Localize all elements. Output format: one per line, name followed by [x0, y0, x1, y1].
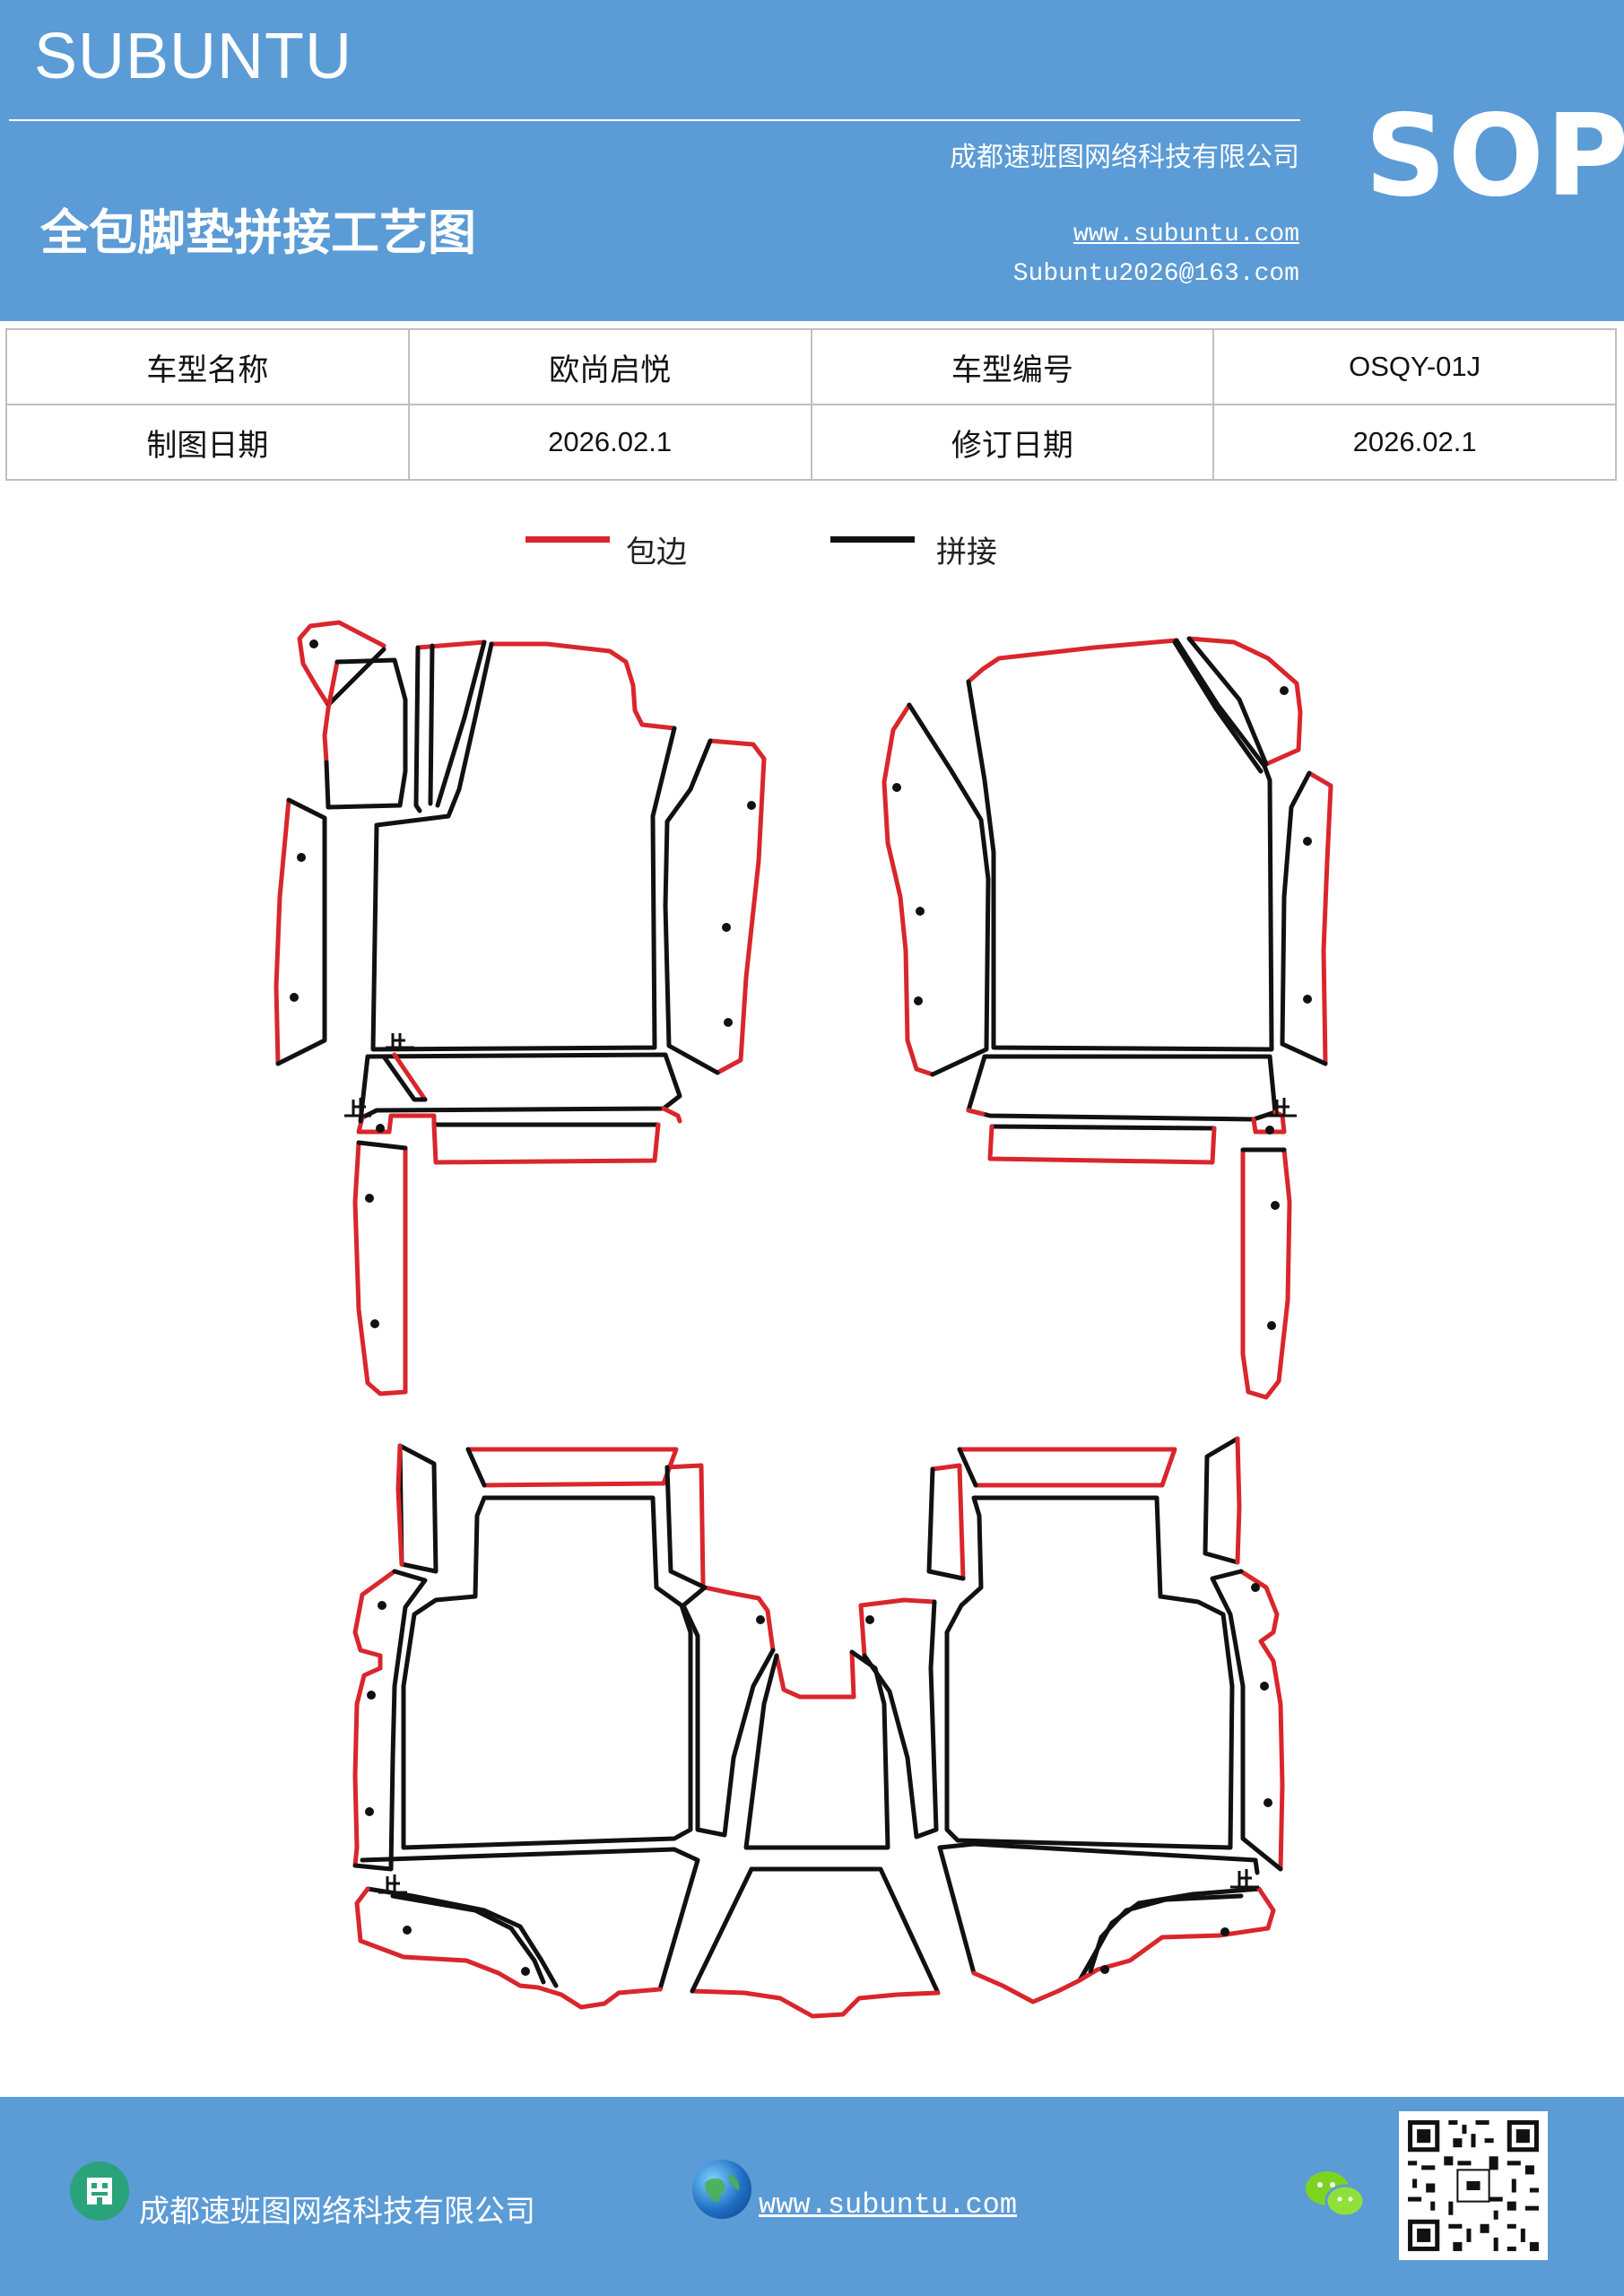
revise-date-label: 修订日期: [810, 404, 1215, 481]
footer-company: 成都速班图网络科技有限公司: [139, 2194, 535, 2230]
stop-mark: [1230, 1869, 1259, 1889]
draw-date-value: 2026.02.1: [407, 404, 812, 481]
table-row: 车型名称 欧尚启悦 车型编号 OSQY-01J: [5, 328, 1617, 405]
model-name-label: 车型名称: [5, 328, 410, 405]
page-header: SUBUNTU 成都速班图网络科技有限公司 全包脚垫拼接工艺图 www.subu…: [0, 0, 1624, 321]
legend-edge-swatch: [525, 536, 610, 543]
globe-icon: [692, 2160, 751, 2219]
legend-stitch-swatch: [830, 536, 915, 543]
table-row: 制图日期 2026.02.1 修订日期 2026.02.1: [5, 404, 1617, 481]
page-footer: 成都速班图网络科技有限公司 www.subuntu.com: [0, 2097, 1624, 2296]
model-code-value: OSQY-01J: [1212, 328, 1617, 405]
stop-mark: [1268, 1098, 1297, 1118]
wechat-icon[interactable]: [1304, 2167, 1367, 2221]
stop-mark: [344, 1033, 414, 1118]
front-left-mat: [274, 620, 767, 1396]
qr-code: [1399, 2111, 1548, 2260]
legend-stitch-label: 拼接: [936, 535, 997, 570]
legend-edge-label: 包边: [626, 535, 687, 570]
front-right-mat: [881, 636, 1333, 1400]
header-company: 成都速班图网络科技有限公司: [950, 142, 1299, 173]
footer-website-link[interactable]: www.subuntu.com: [759, 2188, 1018, 2222]
revise-date-value: 2026.02.1: [1212, 404, 1617, 481]
header-email: Subuntu2026@163.com: [1012, 260, 1299, 288]
rear-mats: [352, 1436, 1285, 2019]
brand-name: SUBUNTU: [34, 21, 353, 92]
stop-mark: [378, 1874, 407, 1894]
building-icon: [70, 2161, 129, 2221]
sop-badge: SOP: [1365, 90, 1624, 222]
page-title: 全包脚垫拼接工艺图: [40, 204, 476, 261]
draw-date-label: 制图日期: [5, 404, 410, 481]
header-website-link[interactable]: www.subuntu.com: [1073, 221, 1299, 248]
info-table: 车型名称 欧尚启悦 车型编号 OSQY-01J 制图日期 2026.02.1 修…: [5, 328, 1617, 481]
header-divider: [9, 119, 1300, 121]
model-name-value: 欧尚启悦: [407, 328, 812, 405]
model-code-label: 车型编号: [810, 328, 1215, 405]
